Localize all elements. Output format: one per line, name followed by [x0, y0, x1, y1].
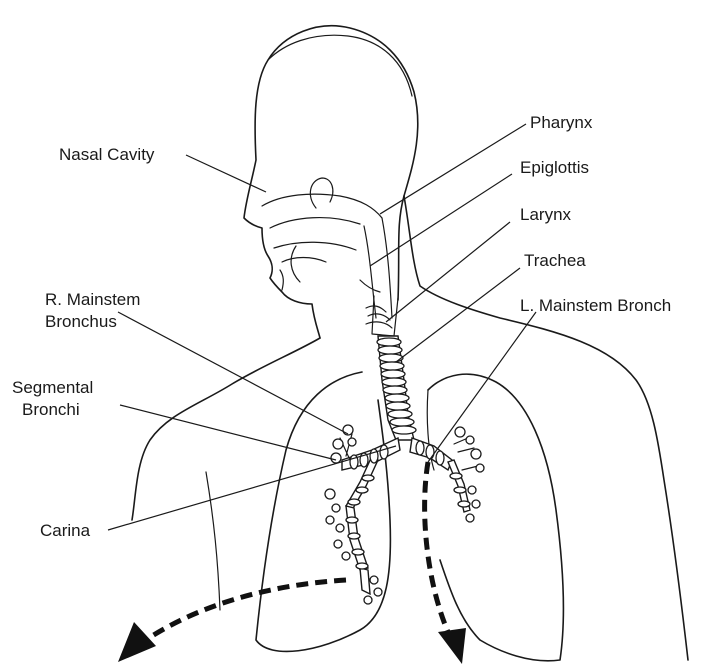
- body-outline: [132, 26, 688, 660]
- bronchial-tree: [325, 425, 484, 604]
- dashed-arrow-left: [152, 580, 346, 636]
- dashed-arrow-right: [425, 462, 448, 632]
- dashed-arrows: [118, 462, 466, 664]
- label-carina: Carina: [40, 521, 91, 540]
- nasal-oral-passages: [262, 194, 392, 318]
- label-pharynx: Pharynx: [530, 113, 593, 132]
- labels: Nasal Cavity Pharynx Epiglottis Larynx T…: [12, 113, 671, 540]
- label-segmental-line1: Segmental: [12, 378, 93, 397]
- label-segmental-line2: Bronchi: [22, 400, 80, 419]
- right-lung: [256, 372, 390, 651]
- label-epiglottis: Epiglottis: [520, 158, 589, 177]
- label-r-mainstem-line1: R. Mainstem: [45, 290, 140, 309]
- label-r-mainstem-line2: Bronchus: [45, 312, 117, 331]
- label-trachea: Trachea: [524, 251, 586, 270]
- arrowhead-right-icon: [438, 628, 466, 664]
- arrowhead-left-icon: [118, 622, 156, 662]
- leader-lines: [108, 124, 536, 530]
- label-nasal-cavity: Nasal Cavity: [59, 145, 155, 164]
- left-lung: [428, 374, 563, 661]
- label-l-mainstem: L. Mainstem Bronch: [520, 296, 671, 315]
- label-larynx: Larynx: [520, 205, 572, 224]
